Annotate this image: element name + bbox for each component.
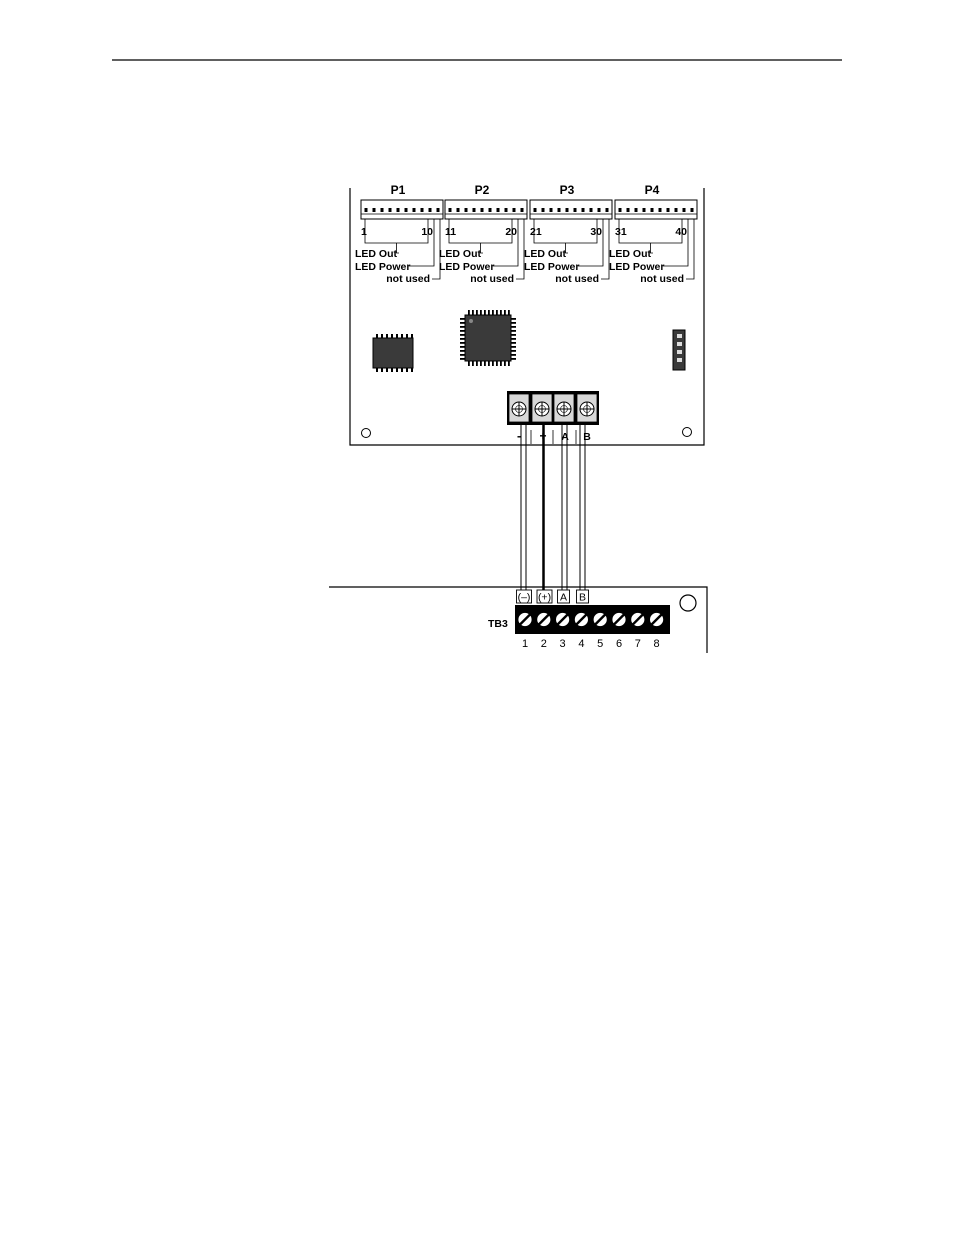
tb3-signal-box: B bbox=[576, 589, 589, 604]
tb3-terminal-number: 8 bbox=[654, 638, 660, 650]
connector-title: P4 bbox=[645, 183, 660, 197]
tb3-terminal-number: 3 bbox=[560, 638, 566, 650]
mounting-hole-right bbox=[682, 427, 692, 437]
tb3-screw bbox=[517, 612, 533, 627]
board-terminal-screw bbox=[576, 393, 598, 423]
connector-last-pin: 30 bbox=[590, 226, 602, 238]
tb3-screw bbox=[649, 612, 664, 627]
terminal-label-b: B bbox=[583, 431, 591, 443]
board-terminal-screw bbox=[553, 393, 575, 423]
wiring bbox=[520, 425, 586, 592]
tb3-signal-box: (+) bbox=[536, 589, 553, 604]
tb3-terminal-number: 2 bbox=[541, 638, 547, 650]
tb3-terminal-number: 6 bbox=[616, 638, 622, 650]
led-out-label: LED Out bbox=[524, 248, 566, 260]
led-power-label: LED Power bbox=[524, 261, 579, 273]
tb3-signal-label: B bbox=[579, 592, 586, 604]
tb3-signal-box: (–) bbox=[516, 589, 532, 604]
soic-chip bbox=[372, 334, 414, 372]
connector-title: P1 bbox=[391, 183, 406, 197]
connector-first-pin: 31 bbox=[615, 226, 627, 238]
terminal-label-a: A bbox=[561, 431, 569, 443]
connector-first-pin: 21 bbox=[530, 226, 542, 238]
mounting-hole-left bbox=[361, 428, 371, 438]
tb3-screw bbox=[574, 612, 589, 627]
tb3-screw bbox=[555, 612, 570, 627]
led-out-label: LED Out bbox=[609, 248, 651, 260]
tb3-screw bbox=[611, 612, 627, 627]
tb3-screw bbox=[592, 612, 608, 627]
tb3-signal-label: (–) bbox=[518, 592, 531, 604]
led-power-label: LED Power bbox=[355, 261, 410, 273]
tb3-signal-label: (+) bbox=[538, 592, 551, 604]
not-used-label: not used bbox=[555, 273, 599, 285]
control-panel bbox=[329, 586, 708, 653]
board-terminal-screw bbox=[531, 393, 553, 423]
pcb-board bbox=[349, 188, 705, 446]
board-terminal-block bbox=[507, 391, 599, 425]
tb3-terminal-number: 1 bbox=[522, 638, 528, 650]
board-terminal-screw bbox=[508, 393, 530, 423]
led-power-label: LED Power bbox=[609, 261, 664, 273]
connector-last-pin: 10 bbox=[421, 226, 433, 238]
terminal-label-minus: - bbox=[517, 429, 521, 443]
connector-last-pin: 20 bbox=[505, 226, 517, 238]
dip-switch bbox=[672, 329, 686, 371]
led-power-label: LED Power bbox=[439, 261, 494, 273]
connector-title: P2 bbox=[475, 183, 490, 197]
tb3-signal-box: A bbox=[557, 589, 570, 604]
tb3-terminal-number: 4 bbox=[578, 638, 584, 650]
connector-first-pin: 1 bbox=[361, 226, 367, 238]
tb3-signal-label: A bbox=[560, 592, 567, 604]
tb3-terminal-number: 7 bbox=[635, 638, 641, 650]
led-out-label: LED Out bbox=[355, 248, 397, 260]
not-used-label: not used bbox=[386, 273, 430, 285]
tb3-terminal-number: 5 bbox=[597, 638, 603, 650]
connector-title: P3 bbox=[560, 183, 575, 197]
qfp-chip bbox=[460, 310, 516, 366]
panel-mounting-hole bbox=[679, 594, 697, 612]
led-out-label: LED Out bbox=[439, 248, 481, 260]
tb3-label: TB3 bbox=[488, 618, 508, 630]
not-used-label: not used bbox=[640, 273, 684, 285]
tb3-screw bbox=[536, 612, 552, 627]
tb3-screw bbox=[630, 612, 646, 627]
connector-first-pin: 11 bbox=[445, 226, 456, 238]
connector-last-pin: 40 bbox=[675, 226, 687, 238]
not-used-label: not used bbox=[470, 273, 514, 285]
